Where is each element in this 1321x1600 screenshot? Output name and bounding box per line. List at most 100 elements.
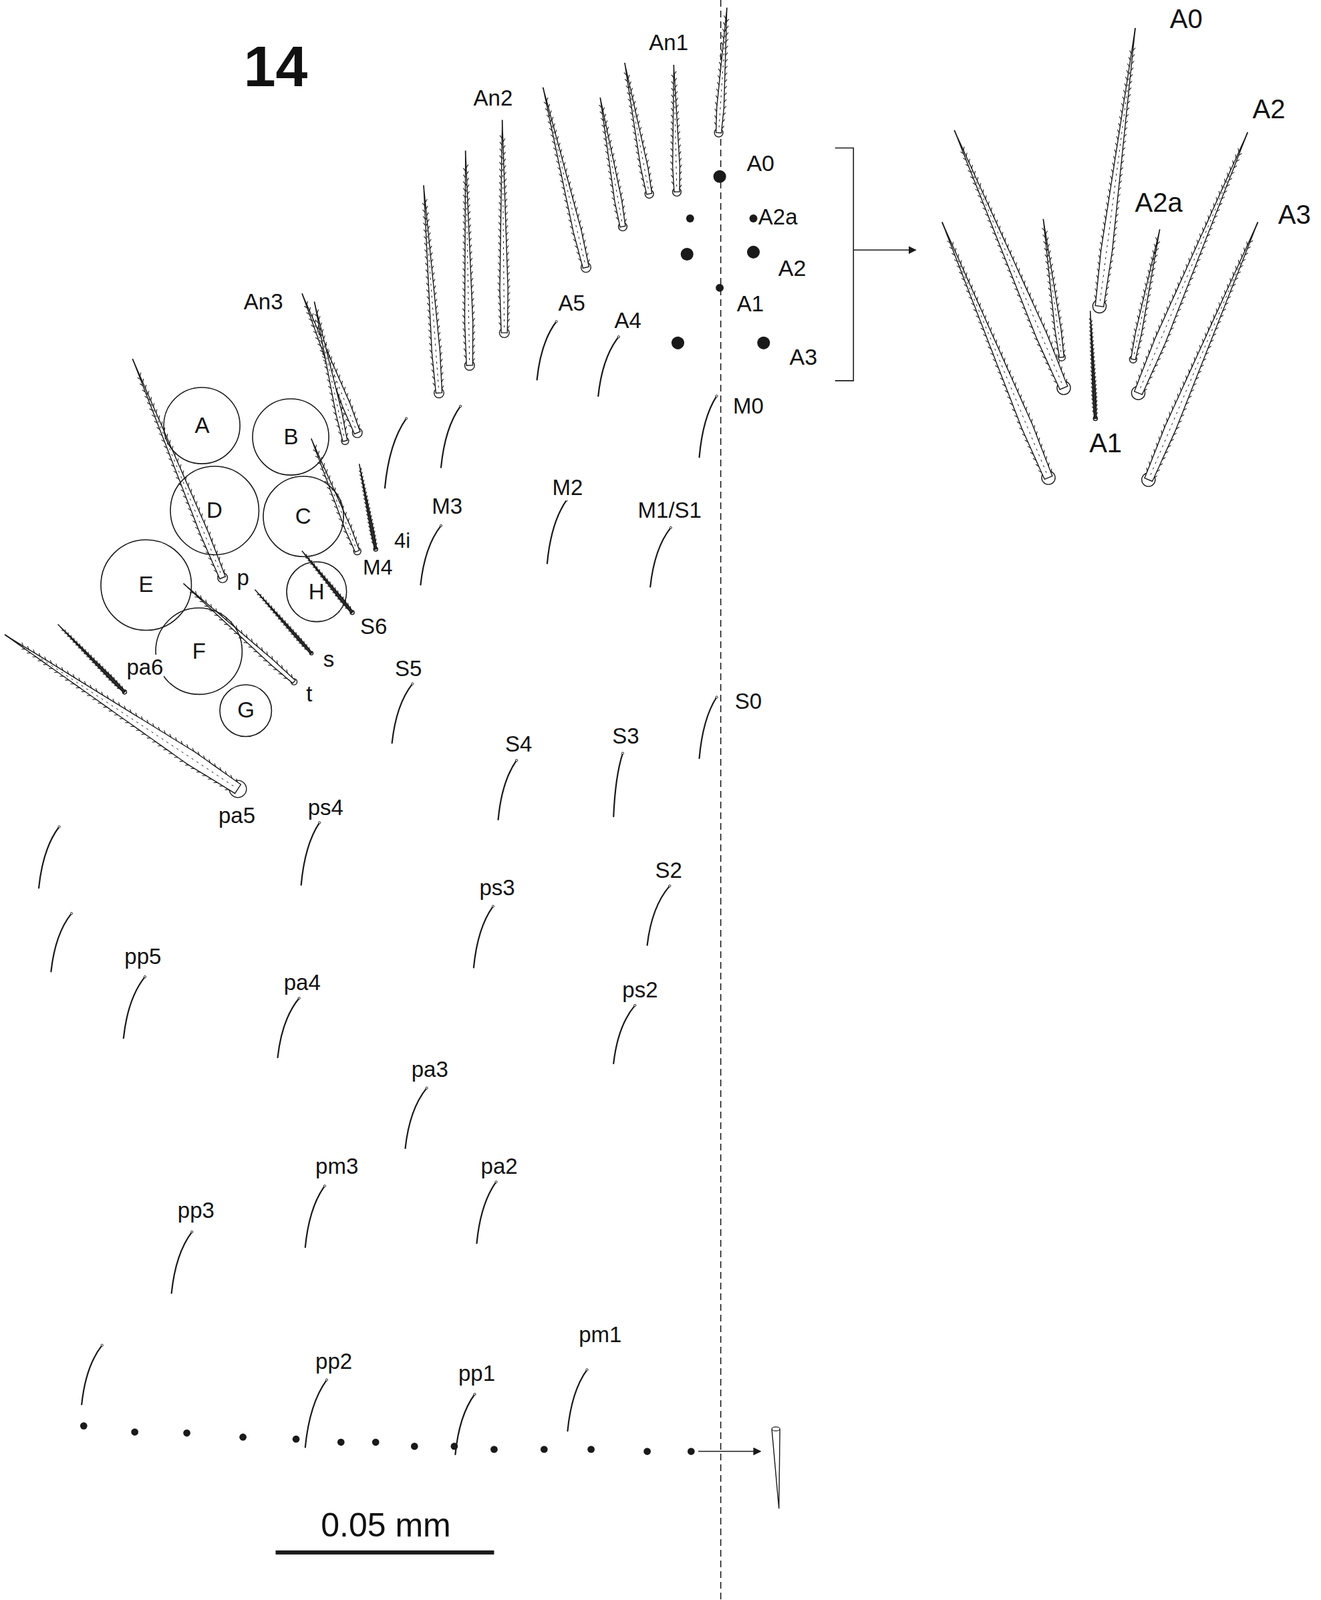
circle-shape (155, 608, 242, 695)
seta-shaft (716, 8, 727, 133)
seta-core (318, 322, 344, 436)
seta-shaft (942, 222, 1053, 480)
plumose-seta (1092, 28, 1136, 314)
microchaeta-tip (585, 1369, 589, 1372)
seta-label: ps4 (307, 795, 345, 821)
plumose-seta (255, 590, 314, 655)
pointer-arrow (698, 1451, 761, 1453)
socket-dot (687, 1447, 695, 1456)
seta-label: A3 (789, 344, 819, 371)
microchaeta-tip (404, 417, 407, 420)
microchaeta-tip (100, 1344, 103, 1347)
socket-dot (757, 336, 770, 350)
plumose-seta (422, 185, 444, 399)
seta-barbs (714, 15, 729, 129)
microchaeta (498, 760, 518, 820)
microchaeta (699, 396, 717, 458)
seta-label: A0 (745, 150, 776, 177)
seta-label: M2 (551, 475, 584, 501)
seta-barbs (1146, 240, 1253, 478)
seta-label: A1 (736, 291, 765, 317)
seta-barbs (946, 241, 1052, 474)
microchaeta-tip (715, 696, 718, 699)
seta-barbs (21, 642, 238, 790)
plumose-seta (311, 438, 361, 556)
microchaeta (305, 1186, 325, 1248)
microchaeta-tip (668, 885, 671, 888)
seta-barbs (1042, 227, 1066, 353)
microchaeta (567, 1369, 587, 1432)
seta-label: pp5 (123, 944, 162, 970)
seta-label: An1 (648, 30, 689, 56)
seta-label: M4 (362, 555, 393, 580)
seta-barbs (670, 71, 683, 188)
seta-label: pa2 (480, 1153, 519, 1180)
area-letter: F (155, 607, 243, 695)
microchaeta (647, 886, 671, 946)
socket-dot (643, 1447, 651, 1456)
socket-dot (686, 214, 695, 223)
plumose-seta (1042, 219, 1066, 362)
seta-shaft (423, 185, 443, 394)
seta-label: S2 (654, 857, 683, 884)
seta-shaft (58, 624, 126, 693)
microchaeta (392, 684, 413, 744)
seta-label: M3 (430, 493, 464, 520)
seta-barbs (422, 199, 444, 389)
microchaeta (384, 418, 407, 488)
socket-dot (292, 1435, 301, 1444)
seta-area-circle: G (219, 684, 272, 738)
seta-label: t (305, 681, 313, 707)
seta-area-circle: C (262, 475, 345, 558)
seta-core (628, 82, 649, 189)
microchaeta-tip (491, 905, 494, 908)
microchaeta (441, 406, 461, 468)
plumose-seta (714, 8, 729, 137)
circle-shape (163, 387, 240, 464)
figure-number: 14 (243, 33, 309, 100)
socket-dot (337, 1438, 345, 1446)
seta-core (1133, 249, 1156, 355)
seta-core (502, 152, 505, 328)
socket-dot (410, 1443, 419, 1451)
area-letter: C (262, 475, 345, 558)
scale-bar (275, 1550, 495, 1555)
socket-dot (671, 336, 685, 350)
seta-label: M1/S1 (637, 497, 703, 524)
seta-core (1150, 261, 1242, 476)
seta-barbs (462, 164, 475, 362)
seta-shaft (624, 63, 653, 195)
microchaeta (598, 336, 619, 397)
seta-barbs (960, 147, 1068, 383)
seta-shaft (359, 464, 377, 550)
seta-barbs (313, 445, 359, 547)
seta-shaft (954, 130, 1068, 391)
socket-dot (680, 247, 694, 261)
seta-label: S3 (611, 723, 640, 750)
microchaeta-tip (621, 752, 624, 755)
microchaeta-tip (191, 1230, 194, 1233)
seta-shaft (1090, 311, 1098, 419)
microchaeta (420, 525, 442, 586)
plumose-seta (183, 583, 298, 685)
microchaeta (171, 1232, 193, 1294)
microchaeta (277, 998, 300, 1058)
socket-dot (183, 1429, 191, 1438)
microchaeta (699, 697, 717, 760)
seta-shaft (302, 294, 361, 435)
seta-label: A4 (613, 308, 642, 334)
seta-label: S6 (359, 614, 388, 640)
seta-core (310, 314, 356, 428)
seta-area-circle: H (285, 561, 348, 623)
socket-dot (747, 245, 760, 259)
socket-dot (451, 1443, 459, 1451)
microchaeta (81, 1345, 103, 1406)
seta-label: An3 (243, 289, 284, 315)
microchaeta-tip (617, 336, 620, 339)
microchaeta-tip (439, 524, 442, 527)
microchaeta-tip (425, 1087, 428, 1090)
sensillum (771, 1429, 780, 1509)
microchaeta (613, 1005, 635, 1064)
seta-label: S5 (394, 656, 423, 682)
